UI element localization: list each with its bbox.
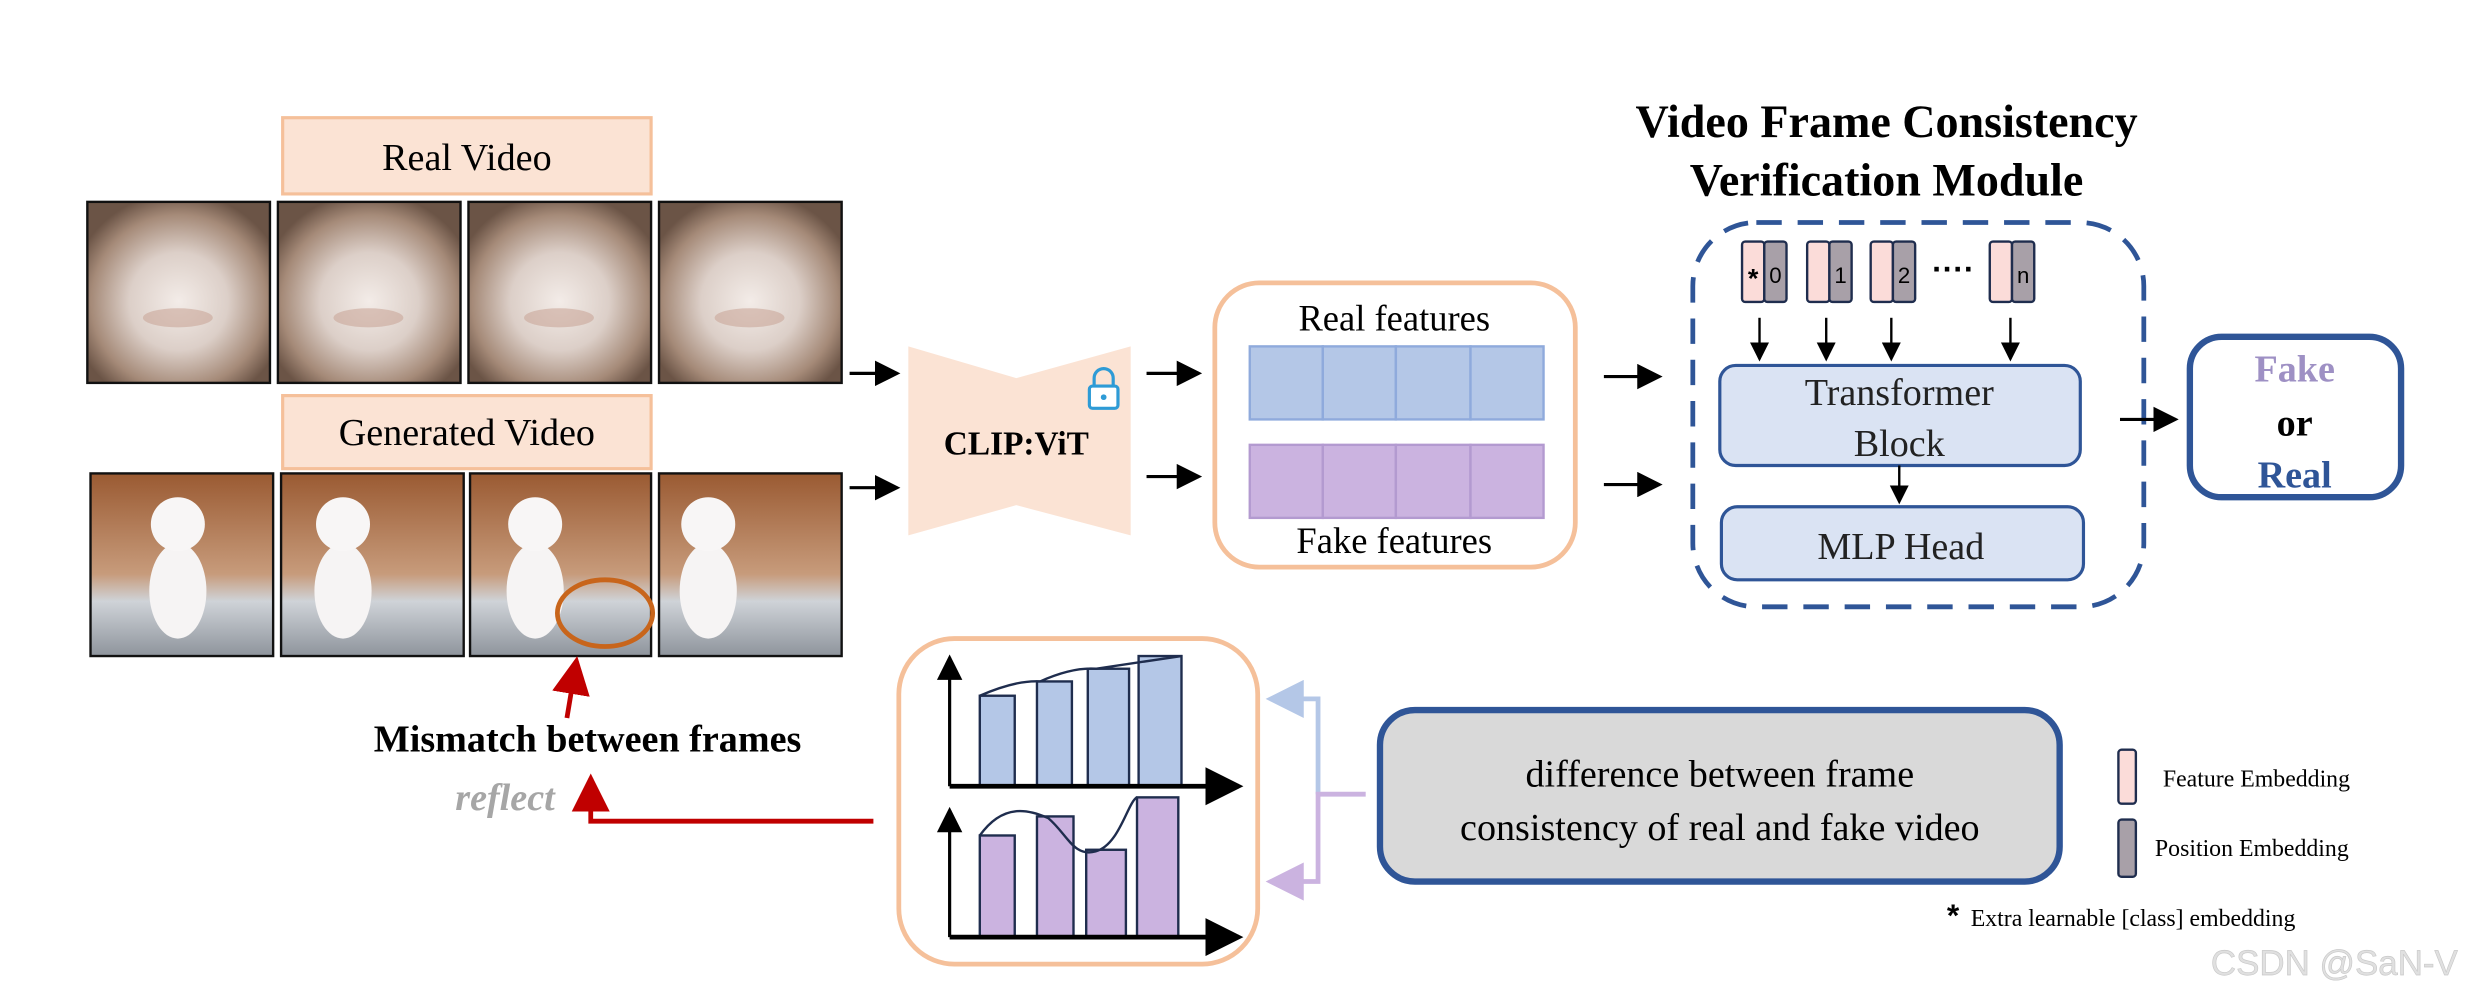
output-real: Real (2258, 455, 2332, 497)
real-frame (276, 200, 462, 385)
real-features-label: Real features (1298, 297, 1490, 338)
token-embeddings: * 0 1 2 ···· n (1740, 240, 2036, 304)
fake-features-bar (1248, 443, 1545, 520)
feature-embedding-label: Feature Embedding (2163, 766, 2350, 792)
real-frame (467, 200, 653, 385)
real-features-bar (1248, 345, 1545, 421)
real-frame (657, 200, 843, 385)
chart-bar (978, 834, 1016, 939)
generated-frame (89, 472, 275, 658)
svg-text:0: 0 (1769, 263, 1781, 288)
token-1: 1 (1805, 240, 1853, 304)
chart-bar (1035, 680, 1074, 788)
chart-trend-line (978, 796, 1138, 854)
real-feedback-arrow (1265, 679, 1321, 795)
generated-frame (279, 472, 465, 658)
difference-line1: difference between frame (1526, 753, 1915, 795)
real-video-frames (86, 200, 843, 385)
watermark: CSDN @SaN-V (2211, 944, 2459, 983)
real-video-label-box (281, 116, 653, 196)
token-2: 2 (1869, 240, 1917, 304)
transformer-label-line2: Block (1854, 423, 1946, 465)
fake-feedback-arrow (1265, 791, 1366, 901)
chart-trend-line (979, 654, 1182, 697)
module-dashed-box (1690, 220, 2147, 610)
difference-box (1376, 706, 2063, 885)
chart-bar (1137, 654, 1183, 788)
generated-video-frames (89, 472, 843, 658)
chart-bar (1086, 667, 1131, 788)
generated-video-label-box (281, 394, 653, 471)
chart-bar (978, 694, 1016, 788)
output-box (2186, 333, 2405, 501)
feature-embedding-swatch (2117, 748, 2138, 805)
token-arrows (1749, 317, 2020, 362)
generated-video-group: Generated Video (89, 394, 843, 658)
generated-frame (657, 472, 843, 658)
module-title-line2: Verification Module (1690, 155, 2084, 206)
clip-encoder: CLIP:ViT (908, 346, 1131, 536)
token-ellipsis: ···· (1932, 251, 1974, 287)
fake-features-label: Fake features (1296, 520, 1492, 561)
chart-bar (1135, 796, 1180, 939)
mismatch-highlight-ellipse (555, 577, 656, 649)
mlp-head (1719, 505, 2086, 582)
class-embedding-label: Extra learnable [class] embedding (1971, 906, 2296, 932)
real-consistency-chart (936, 654, 1244, 806)
generated-video-label: Generated Video (339, 412, 595, 454)
output-fake: Fake (2254, 348, 2334, 390)
module-title-line1: Video Frame Consistency (1635, 96, 2137, 147)
frame-consistency-charts-box (896, 636, 1261, 967)
lock-icon (1087, 367, 1120, 410)
mismatch-arrow (552, 656, 590, 719)
real-video-label: Real Video (382, 137, 552, 179)
svg-text:1: 1 (1834, 263, 1846, 288)
svg-text:2: 2 (1898, 263, 1910, 288)
mlp-head-label: MLP Head (1817, 526, 1984, 568)
reflect-label: reflect (455, 777, 556, 819)
mismatch-label: Mismatch between frames (374, 718, 802, 760)
position-embedding-swatch (2117, 818, 2138, 878)
class-star: * (1947, 897, 1960, 933)
svg-text:*: * (1748, 264, 1759, 294)
legend: Feature Embedding Position Embedding * E… (1947, 748, 2350, 933)
chart-bar (1085, 848, 1128, 939)
real-video-group: Real Video (86, 116, 843, 385)
output-or: or (2277, 402, 2313, 444)
token-0: * 0 (1740, 240, 1788, 304)
svg-text:n: n (2017, 263, 2029, 288)
transformer-label-line1: Transformer (1805, 372, 1994, 414)
clip-encoder-shape (908, 346, 1131, 536)
real-frame (86, 200, 272, 385)
reflect-arrow (571, 773, 874, 824)
features-box: Real features Fake features (1212, 280, 1578, 570)
chart-bar (1035, 815, 1075, 939)
position-embedding-label: Position Embedding (2155, 836, 2349, 862)
clip-encoder-label: CLIP:ViT (944, 425, 1089, 462)
fake-consistency-chart (936, 796, 1244, 957)
token-n: n (1988, 240, 2036, 304)
difference-line2: consistency of real and fake video (1460, 807, 1980, 849)
